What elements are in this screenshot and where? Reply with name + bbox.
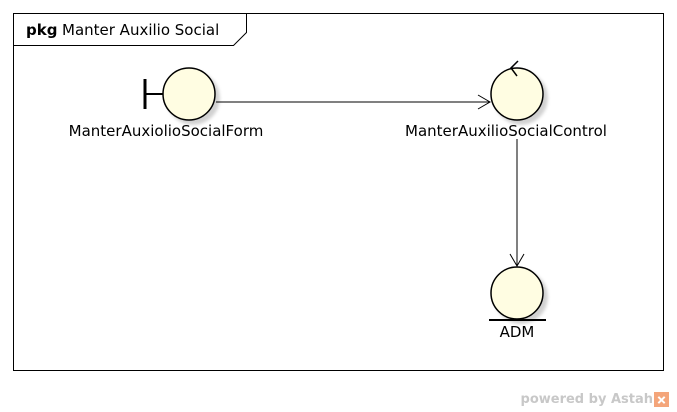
association-form-to-control[interactable] <box>216 94 491 110</box>
control-label: ManterAuxilioSocialControl <box>405 122 607 140</box>
boundary-label: ManterAuxiolioSocialForm <box>69 122 264 140</box>
control-icon <box>490 67 544 121</box>
control-element[interactable]: ManterAuxilioSocialControl <box>405 60 607 140</box>
package-tab-outline <box>13 13 247 46</box>
boundary-icon <box>162 67 216 121</box>
package-name: Manter Auxilio Social <box>62 21 219 39</box>
powered-by-footer: powered by Astah <box>521 390 669 408</box>
package-keyword: pkg <box>26 21 57 39</box>
control-arrow-icon <box>510 60 519 77</box>
entity-icon <box>490 266 544 320</box>
astah-logo-icon <box>654 391 669 407</box>
powered-by-text: powered by Astah <box>520 391 653 407</box>
package-frame[interactable]: pkg Manter Auxilio Social <box>13 13 664 371</box>
arrowhead-icon <box>509 253 525 267</box>
entity-element[interactable]: ADM <box>489 266 546 341</box>
boundary-element[interactable]: ManterAuxiolioSocialForm <box>69 67 264 140</box>
entity-label: ADM <box>500 323 535 341</box>
arrowhead-icon <box>477 94 491 110</box>
association-control-to-entity[interactable] <box>509 139 525 267</box>
